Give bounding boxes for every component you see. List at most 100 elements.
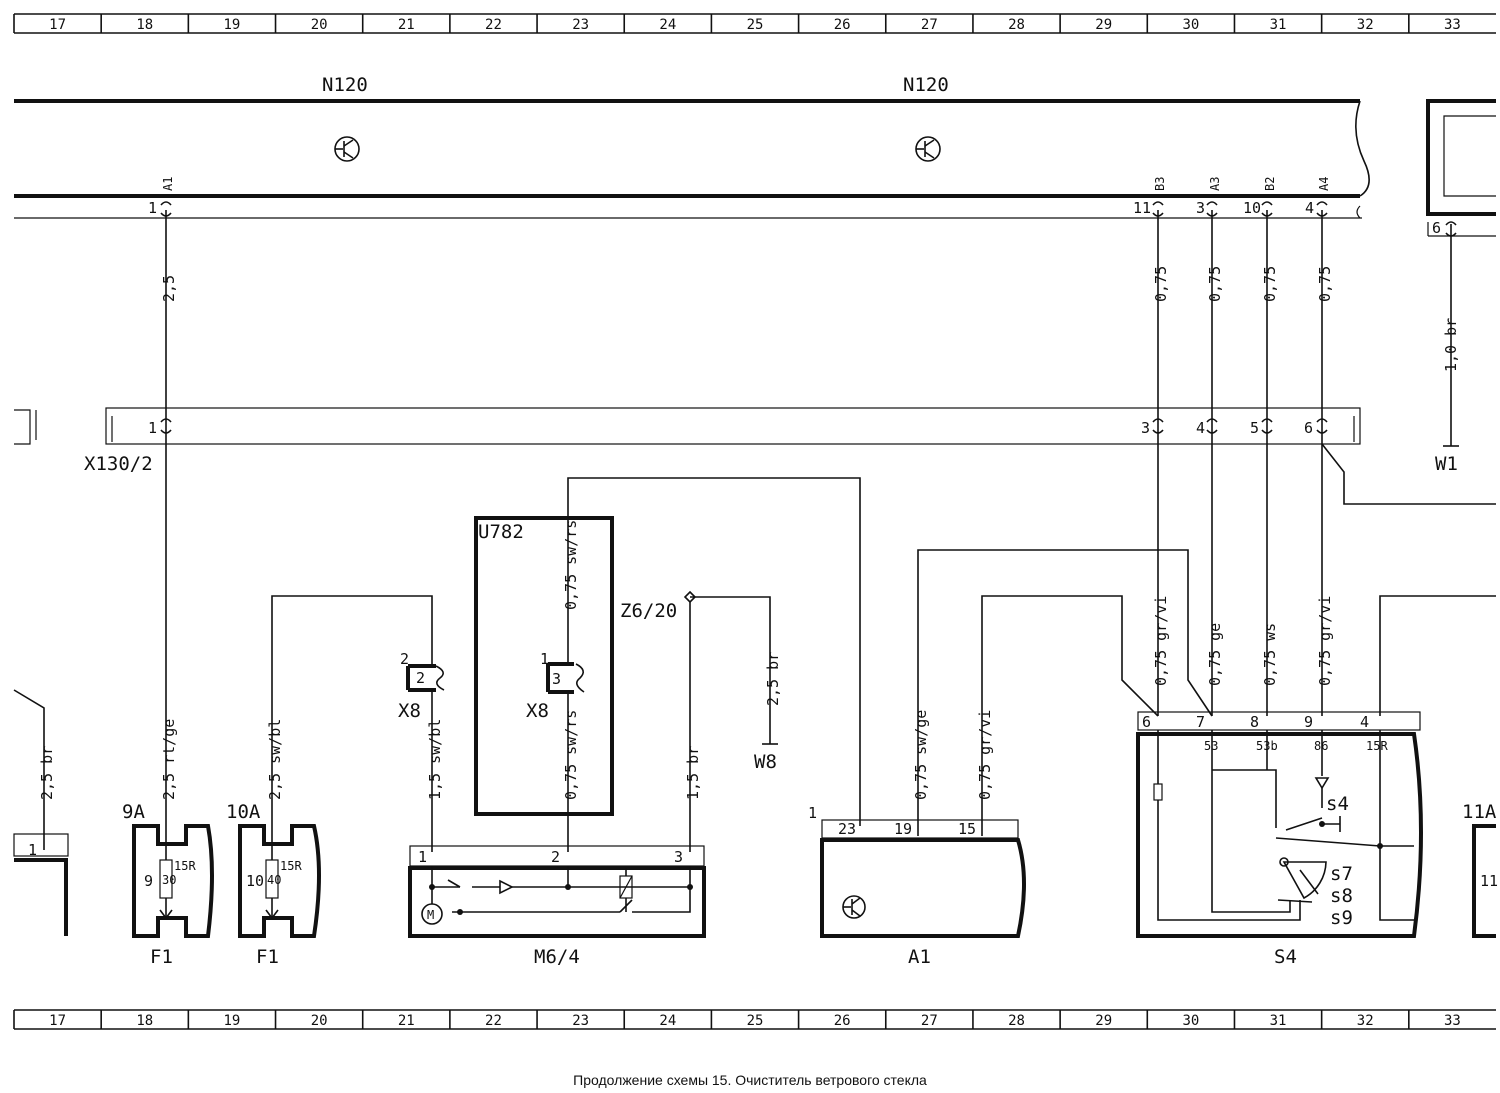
wire-spec: 2,5 sw/bl xyxy=(266,719,284,800)
grid-column-label: 17 xyxy=(49,1013,66,1029)
grid-column-label: 22 xyxy=(485,1013,502,1029)
wire-spec: 0,75 xyxy=(1206,266,1224,302)
grid-column-label: 29 xyxy=(1095,17,1112,33)
pin-number: 5 xyxy=(1250,419,1259,437)
wire-spec: 1,0 br xyxy=(1442,318,1460,372)
grid-column-label: 19 xyxy=(224,17,241,33)
wire-spec: 0,75 gr/vi xyxy=(976,710,994,800)
fuse-rating: 40 xyxy=(267,873,281,887)
x8-label: X8 xyxy=(398,700,421,722)
terminal-label: 15R xyxy=(1366,739,1388,753)
wire-spec: 0,75 ge xyxy=(1206,623,1224,686)
pin-label: B2 xyxy=(1263,177,1277,191)
grid-column-label: 18 xyxy=(136,1013,153,1029)
pin-number: 19 xyxy=(894,820,912,838)
fuse-id: 10A xyxy=(226,801,261,823)
x130-label: X130/2 xyxy=(84,453,153,475)
w8-label: W8 xyxy=(754,751,777,773)
connector-id: 1 xyxy=(808,804,817,822)
a1-cluster: 1 23 19 15 A1 0,75 sw/ge 0,75 gr/vi xyxy=(808,549,1213,968)
f1-label: F1 xyxy=(256,946,279,968)
pin-label: B3 xyxy=(1153,177,1167,191)
pin-number: 4 xyxy=(1360,713,1369,731)
grid-column-label: 26 xyxy=(834,17,851,33)
x8-label: X8 xyxy=(526,700,549,722)
grid-column-label: 21 xyxy=(398,17,415,33)
left-edge-connector: 1 2,5 br xyxy=(13,689,69,936)
grid-column-label: 31 xyxy=(1270,17,1287,33)
pin-number: 7 xyxy=(1196,713,1205,731)
w1-label: W1 xyxy=(1435,453,1458,475)
wire-spec: 1,5 br xyxy=(684,746,702,800)
switch-contact: s7 xyxy=(1330,863,1353,885)
u782-unit: U782 1 3 X8 0,75 sw/rs 0,75 sw/rs xyxy=(474,477,861,852)
grid-column-label: 32 xyxy=(1357,17,1374,33)
pin-number: 4 xyxy=(1305,199,1314,217)
a1-label: A1 xyxy=(908,946,931,968)
switch-contact: s4 xyxy=(1326,793,1349,815)
pin-number: 2 xyxy=(416,669,425,687)
grid-column-label: 21 xyxy=(398,1013,415,1029)
grid-column-label: 18 xyxy=(136,17,153,33)
pin-number: 6 xyxy=(1432,219,1441,237)
fuse-id: 9A xyxy=(122,801,145,823)
grid-column-label: 24 xyxy=(659,1013,676,1029)
grid-column-label: 22 xyxy=(485,17,502,33)
s4-switch: 6 7 8 9 4 53 53b 86 15R s4 s7 s8 s9 xyxy=(1136,595,1496,968)
n120-right-label: N120 xyxy=(903,74,949,96)
fuse-id: 11A xyxy=(1462,801,1497,823)
switch-contact: s8 xyxy=(1330,885,1353,907)
pin-number: 23 xyxy=(838,820,856,838)
pin-number: 3 xyxy=(1141,419,1150,437)
grid-column-label: 26 xyxy=(834,1013,851,1029)
fuse-f1-9a: 30 9 15R 9A F1 2,5 rt/ge xyxy=(122,719,214,968)
grid-column-label: 28 xyxy=(1008,17,1025,33)
pin-number: 2 xyxy=(400,650,409,668)
pin-label: A4 xyxy=(1317,177,1331,191)
pin-number: 2 xyxy=(551,848,560,866)
pin-number: 1 xyxy=(418,848,427,866)
grid-column-label: 33 xyxy=(1444,1013,1461,1029)
fuse-number: 10 xyxy=(246,872,264,890)
n120-unit: N120 N120 A1 B3 A3 B2 A4 1 11 3 10 4 xyxy=(14,74,1370,219)
n120-left-label: N120 xyxy=(322,74,368,96)
pin-number: 4 xyxy=(1196,419,1205,437)
wire-spec: 2,5 br xyxy=(764,652,782,706)
z6-splice: Z6/20 W8 2,5 br 1,5 br xyxy=(620,590,782,852)
wire-spec: 2,5 br xyxy=(38,746,56,800)
pin-number: 1 xyxy=(540,650,549,668)
grid-column-label: 32 xyxy=(1357,1013,1374,1029)
transistor-icon xyxy=(842,895,866,919)
grid-column-label: 30 xyxy=(1182,17,1199,33)
x8-connector-left: 2 2 X8 1,5 sw/bl xyxy=(398,650,445,852)
grid-column-label: 31 xyxy=(1270,1013,1287,1029)
grid-column-label: 20 xyxy=(311,17,328,33)
wire-spec: 0,75 sw/rs xyxy=(562,710,580,800)
grid-column-label: 17 xyxy=(49,17,66,33)
x130-connector: X130/2 1 3 4 5 6 xyxy=(14,407,1361,475)
pin-label: A1 xyxy=(161,177,175,191)
wire-spec: 0,75 gr/vi xyxy=(1152,596,1170,686)
grid-column-label: 29 xyxy=(1095,1013,1112,1029)
z6-label: Z6/20 xyxy=(620,600,677,622)
pin-label: A3 xyxy=(1208,177,1222,191)
transistor-icon xyxy=(334,136,360,162)
grid-column-label: 30 xyxy=(1182,1013,1199,1029)
pin-number: 10 xyxy=(1243,199,1261,217)
pin-number: 3 xyxy=(552,670,561,688)
grid-column-label: 19 xyxy=(224,1013,241,1029)
switch-contact: s9 xyxy=(1330,907,1353,929)
grid-column-label: 25 xyxy=(747,1013,764,1029)
fuse-rating: 30 xyxy=(162,873,176,887)
grid-column-label: 23 xyxy=(572,1013,589,1029)
fuse-terminal: 15R xyxy=(174,859,196,873)
pin-number: 1 xyxy=(148,199,157,217)
pin-number: 3 xyxy=(674,848,683,866)
grid-column-label: 27 xyxy=(921,17,938,33)
motor-symbol: M xyxy=(427,908,434,922)
fuse-f1-10a: 40 10 15R 10A F1 2,5 sw/bl xyxy=(226,595,433,968)
figure-caption: Продолжение схемы 15. Очиститель ветрово… xyxy=(573,1072,927,1088)
